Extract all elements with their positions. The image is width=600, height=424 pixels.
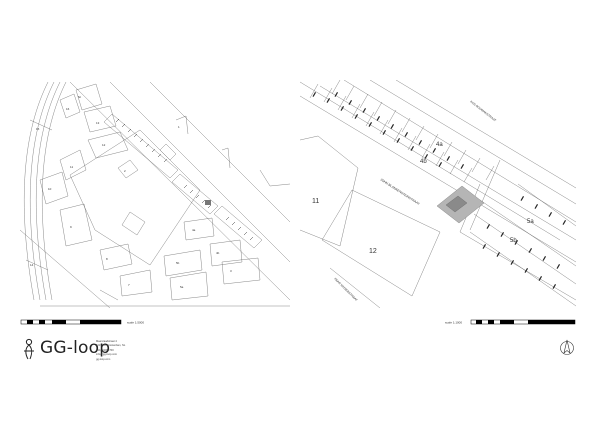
street-label-john: JOHN BLANKENSTEINSTRAAT	[379, 177, 420, 206]
lot-label: 3	[230, 269, 232, 273]
lot-label: 10	[48, 187, 52, 191]
left-lot-labels: 5c 16 13 12 11 10 9 8 7 5b 5a 4b 4a 3 2 …	[30, 95, 232, 289]
left-scale-label: scale 1:5000	[127, 321, 144, 325]
lot-label: 5b	[176, 261, 180, 265]
lot-5a-label: 5a	[527, 219, 534, 225]
lot-4a-label: 4a	[436, 142, 443, 148]
logo-text: GG-loop	[40, 338, 111, 358]
lot-4b-label: 4b	[420, 159, 427, 165]
lot-label: 9	[70, 225, 72, 229]
lot-12-label: 12	[369, 248, 377, 255]
left-scale-bar: scale 1:5000	[20, 319, 144, 325]
north-arrow-icon	[560, 339, 574, 355]
lot-11-label: 11	[312, 198, 319, 205]
right-site-plan	[300, 80, 576, 308]
address-block: Maanzaadstraat 4 1015 ML Amsterdam, NL +…	[96, 340, 125, 362]
lot-label: 16	[66, 107, 70, 111]
street-label-kos: KOS BOUMANSTRAAT	[469, 100, 497, 123]
lot-label: 4b	[216, 251, 220, 255]
lot-label: 15	[36, 127, 40, 131]
lot-label: 13	[96, 121, 100, 125]
lot-label: 14	[30, 263, 34, 267]
lot-label: 4a	[192, 228, 196, 232]
lot-label: 11	[70, 165, 73, 169]
lot-label: 5c	[78, 95, 82, 99]
lot-label: 5a	[180, 285, 184, 289]
lot-label: 12	[102, 143, 106, 147]
lot-label: 8	[106, 257, 108, 261]
lot-label: 1	[178, 125, 180, 129]
lot-label: 2	[124, 169, 126, 173]
address-line: info@gg-loop.com	[96, 353, 118, 357]
figure-icon	[24, 338, 34, 360]
left-site-plan	[20, 81, 290, 308]
address-line: gg-loop.com	[96, 357, 111, 361]
house-markers	[312, 92, 567, 289]
right-scale-label: scale 1:1000	[445, 321, 462, 325]
address-line: 1015 ML Amsterdam, NL	[96, 344, 126, 348]
gg-loop-logo: GG-loop	[22, 336, 152, 366]
right-scale-bar: scale 1:1000	[445, 319, 576, 325]
address-line: +31(0)2062700	[96, 348, 114, 352]
address-line: Maanzaadstraat 4	[96, 340, 117, 343]
lot-5b-label: 5b	[510, 238, 517, 244]
lot-label: 7	[128, 283, 130, 287]
highlighted-site	[436, 185, 485, 224]
